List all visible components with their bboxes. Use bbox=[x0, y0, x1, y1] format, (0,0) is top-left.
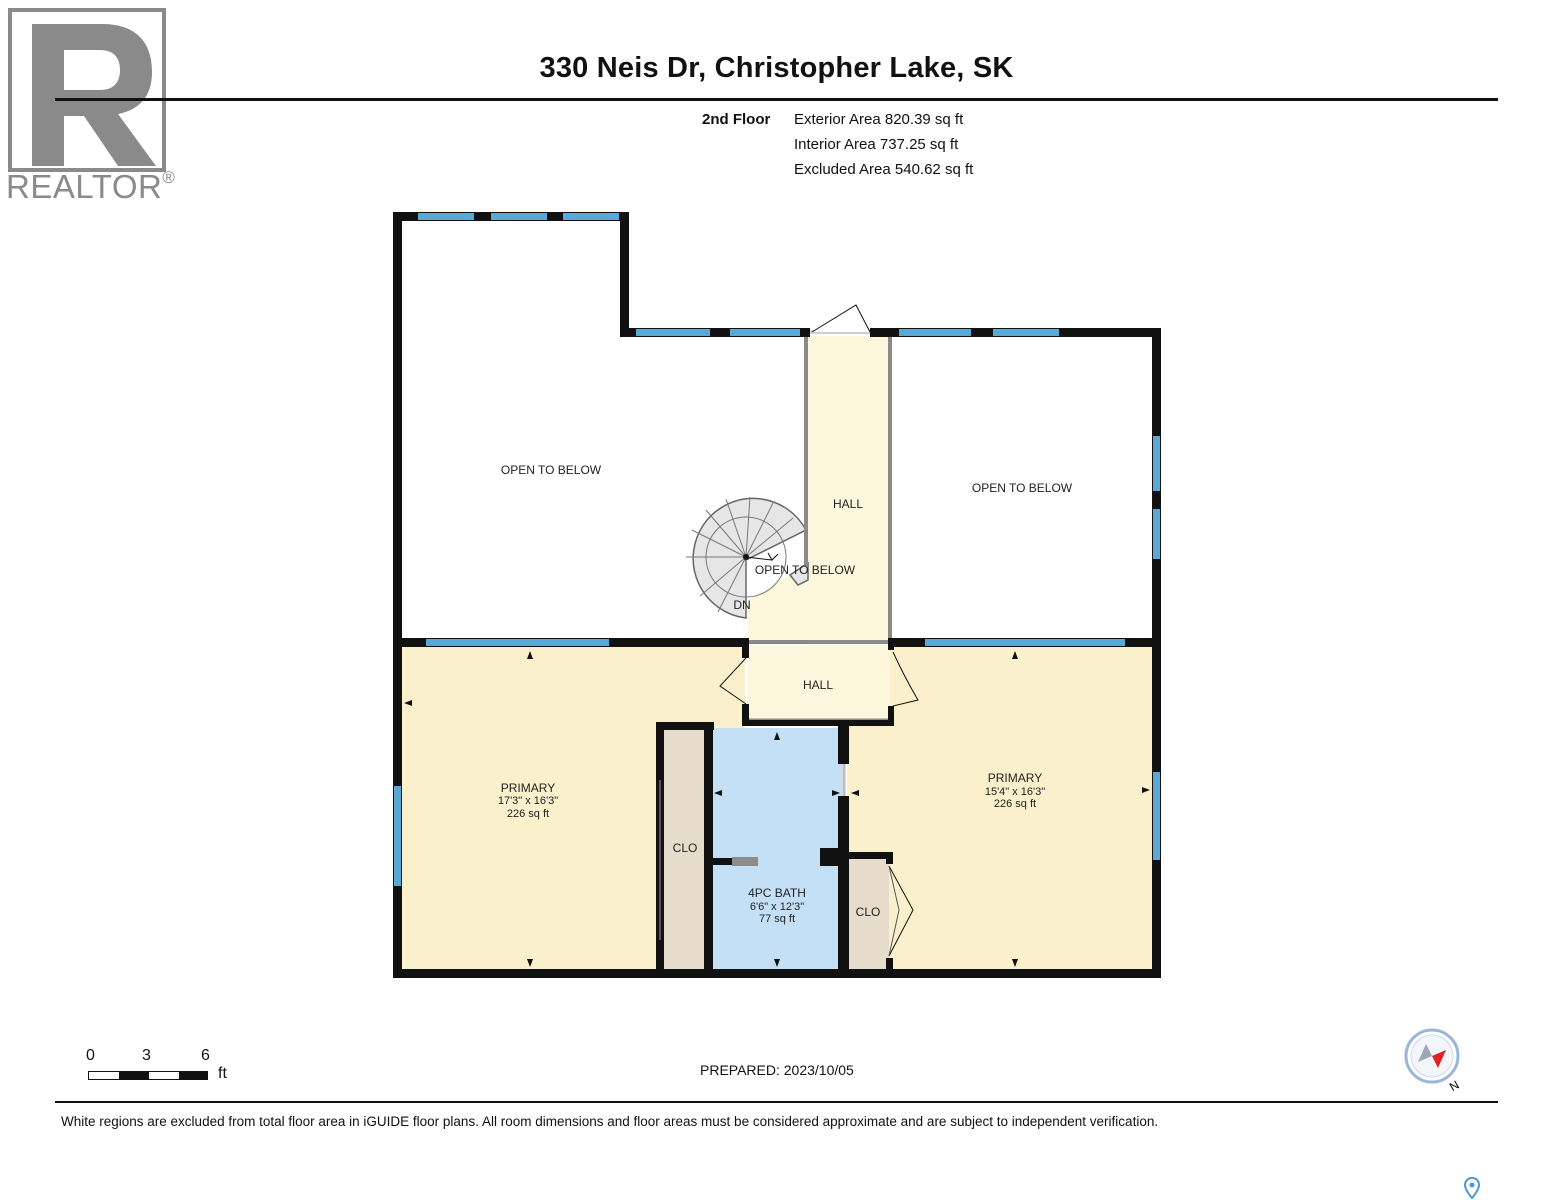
primary-right-dims: 15'4" x 16'3" bbox=[985, 786, 1045, 798]
primary-left-name: PRIMARY bbox=[501, 781, 555, 795]
room-hall-upper bbox=[808, 336, 890, 646]
prepared-date: PREPARED: 2023/10/05 bbox=[700, 1062, 854, 1078]
title-divider bbox=[55, 98, 1498, 101]
primary-left-dims: 17'3" x 16'3" bbox=[498, 795, 558, 807]
towel-bar bbox=[732, 857, 758, 866]
bath-dims: 6'6" x 12'3" bbox=[750, 901, 804, 913]
footer-divider bbox=[55, 1101, 1498, 1103]
door-swings bbox=[659, 304, 919, 957]
open-to-below-left-label: OPEN TO BELOW bbox=[501, 463, 602, 477]
closet-right-label: CLO bbox=[856, 905, 881, 919]
scale-label-6: 6 bbox=[201, 1047, 210, 1064]
hall-lower-label: HALL bbox=[803, 678, 833, 692]
closet-left-label: CLO bbox=[673, 841, 698, 855]
spiral-stair-icon bbox=[686, 496, 809, 619]
stair-dn-label: DN bbox=[733, 598, 750, 612]
map-pin-icon[interactable] bbox=[1463, 1177, 1481, 1199]
scale-bar: 0 3 6 ft bbox=[86, 1047, 246, 1087]
primary-left-area: 226 sq ft bbox=[507, 808, 549, 820]
windows bbox=[394, 213, 1160, 886]
dimension-arrows bbox=[404, 651, 1150, 967]
room-closet-right bbox=[849, 857, 889, 969]
scale-label-0: 0 bbox=[86, 1047, 95, 1064]
compass-north-label: N bbox=[1447, 1078, 1462, 1094]
bath-name: 4PC BATH bbox=[748, 886, 806, 900]
primary-right-area: 226 sq ft bbox=[994, 798, 1036, 810]
interior-area: Interior Area 737.25 sq ft bbox=[794, 136, 959, 153]
open-to-below-stair-label: OPEN TO BELOW bbox=[755, 563, 856, 577]
hall-upper-label: HALL bbox=[833, 497, 863, 511]
disclaimer-text: White regions are excluded from total fl… bbox=[61, 1114, 1159, 1129]
bath-area: 77 sq ft bbox=[759, 913, 795, 925]
room-hall-lower bbox=[748, 646, 890, 720]
excluded-area: Excluded Area 540.62 sq ft bbox=[794, 161, 974, 178]
scale-ruler bbox=[88, 1071, 208, 1080]
scale-label-3: 3 bbox=[142, 1047, 151, 1064]
open-to-below-right-label: OPEN TO BELOW bbox=[972, 481, 1073, 495]
realtor-wordmark: REALTOR® bbox=[6, 168, 176, 205]
primary-right-name: PRIMARY bbox=[988, 771, 1042, 785]
realtor-logo-icon bbox=[8, 8, 166, 172]
room-stair-landing bbox=[748, 560, 808, 640]
page-title: 330 Neis Dr, Christopher Lake, SK bbox=[539, 52, 1014, 84]
exterior-area: Exterior Area 820.39 sq ft bbox=[794, 111, 964, 128]
room-closet-left bbox=[664, 728, 707, 969]
floor-label: 2nd Floor bbox=[702, 111, 771, 128]
compass-icon: N bbox=[1404, 1028, 1462, 1094]
scale-unit: ft bbox=[218, 1065, 227, 1082]
